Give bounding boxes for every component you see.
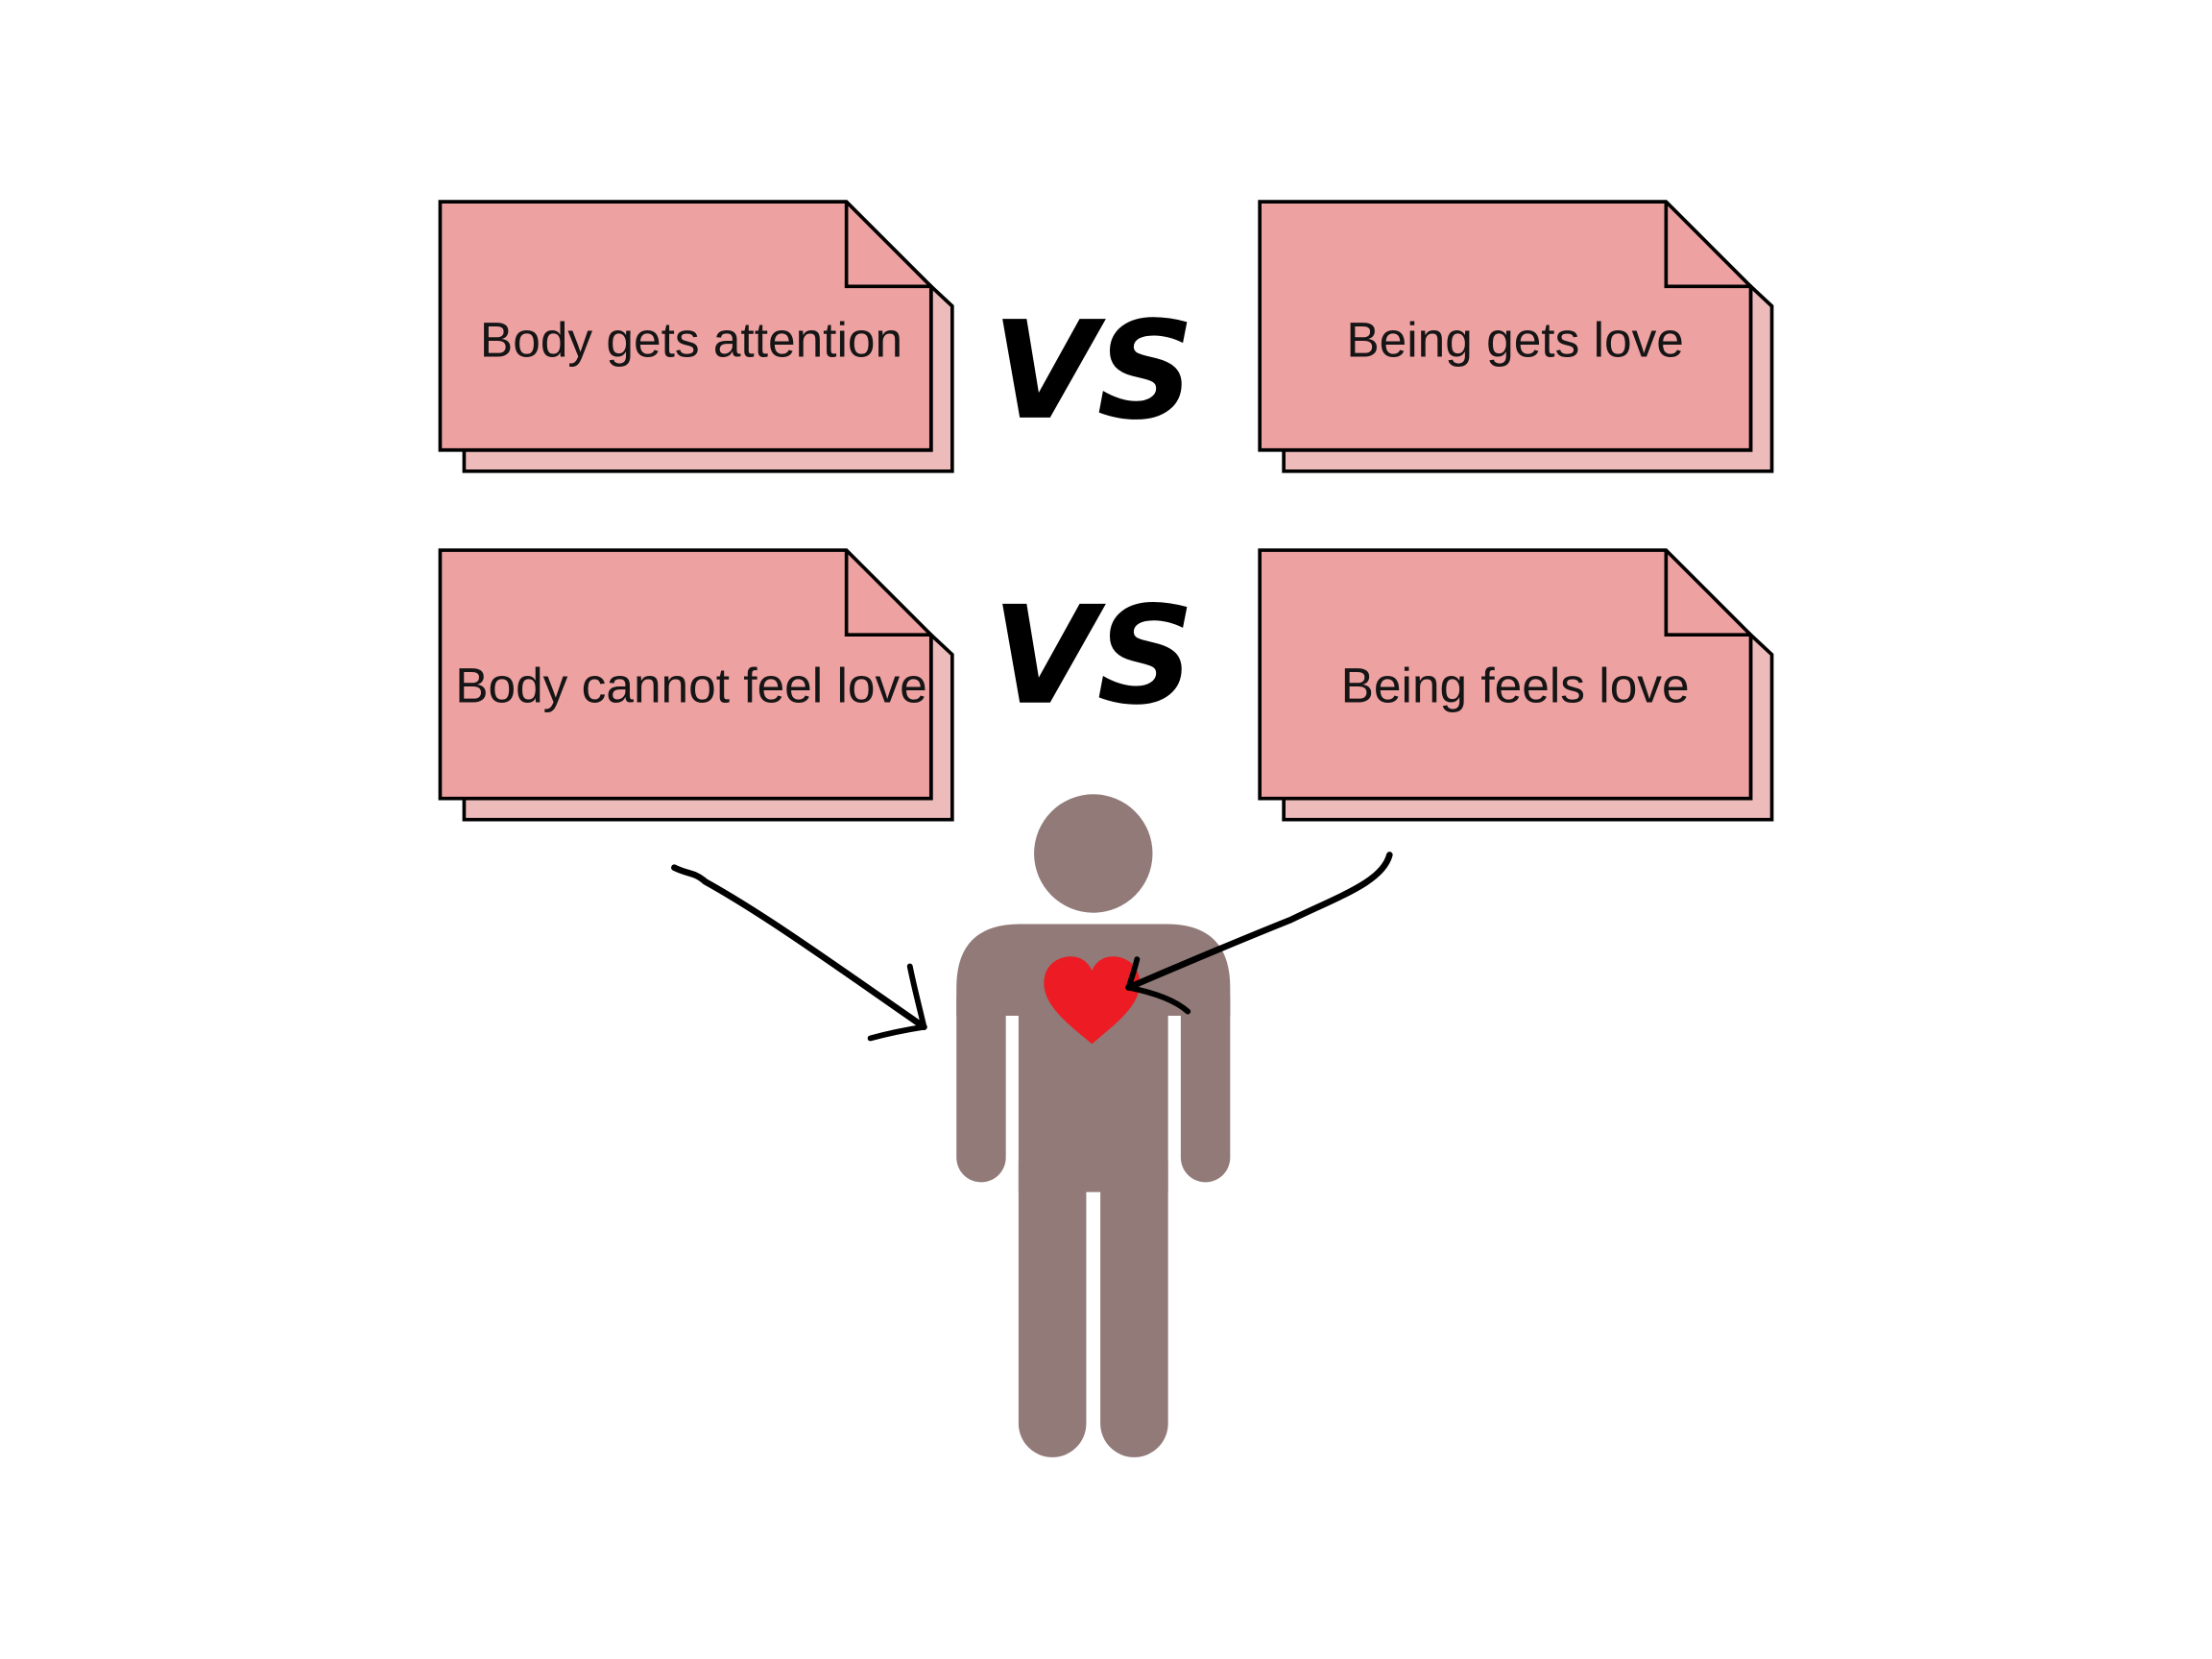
card-text: Body gets attention	[480, 312, 902, 368]
heart-icon	[1044, 956, 1141, 1045]
note-card: Body cannot feel love	[438, 548, 954, 822]
note-card: Being feels love	[1258, 548, 1774, 822]
card-text: Body cannot feel love	[455, 658, 927, 713]
card-front-sheet	[438, 200, 933, 452]
arrow-right	[1125, 852, 1393, 1015]
person-figure-icon	[956, 794, 1231, 1457]
card-fold	[844, 202, 931, 289]
card-fold	[1664, 550, 1751, 637]
card-front-sheet	[438, 548, 933, 801]
card-fold	[844, 550, 931, 637]
card-front-sheet	[1258, 200, 1753, 452]
arrow-left	[671, 864, 927, 1042]
note-card: Being gets love	[1258, 200, 1774, 473]
vs-label-bottom: VS	[992, 578, 1194, 735]
card-text: Being feels love	[1341, 658, 1690, 713]
card-front-sheet	[1258, 548, 1753, 801]
card-text: Being gets love	[1346, 312, 1684, 368]
note-card: Body gets attention	[438, 200, 954, 473]
card-fold	[1664, 202, 1751, 289]
vs-label-top: VS	[992, 293, 1194, 450]
